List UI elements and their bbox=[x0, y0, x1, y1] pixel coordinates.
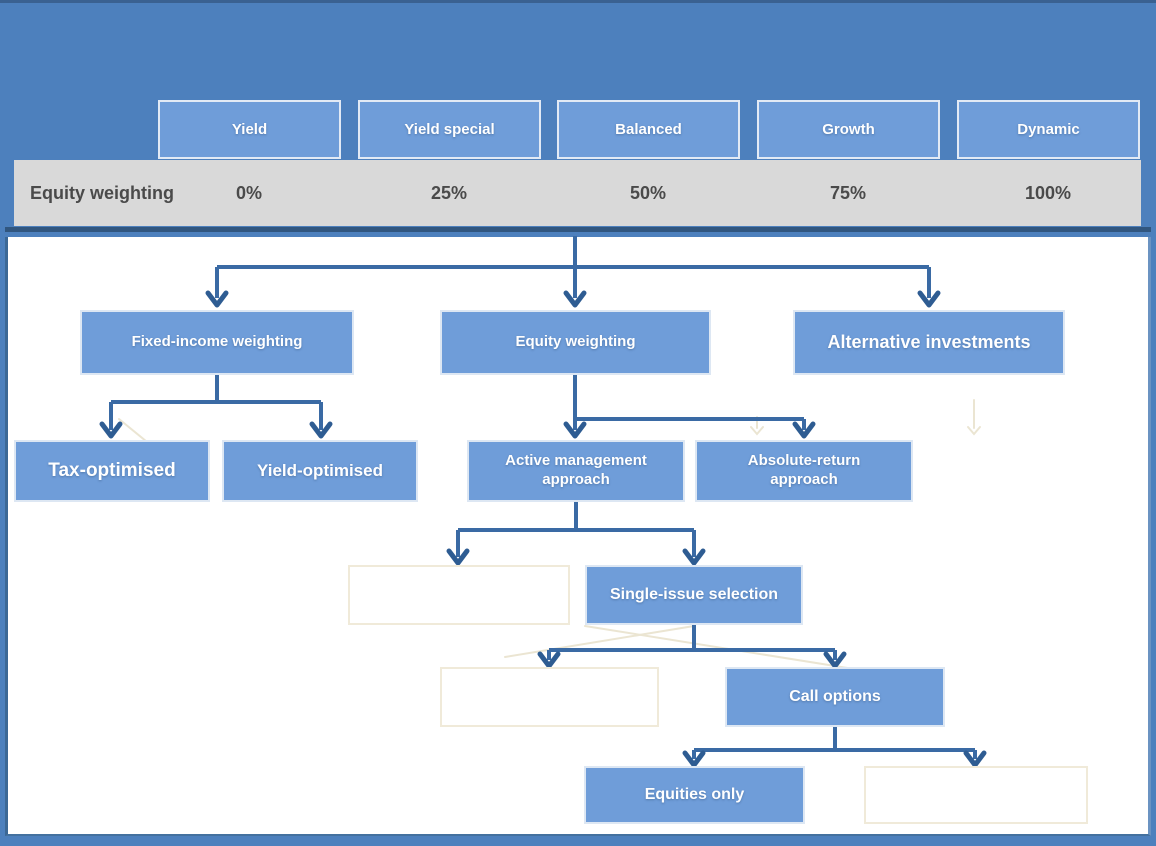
equity-weighting-row-label: Equity weighting bbox=[30, 182, 174, 203]
strategy-label: Yield special bbox=[404, 121, 495, 138]
equity-weighting-value-yield-special: 25% bbox=[430, 182, 468, 203]
node-label: Yield-optimised bbox=[257, 461, 383, 481]
equity-weighting-band: Equity weighting 0% 25% 50% 75% 100% bbox=[14, 160, 1141, 226]
strategy-label: Balanced bbox=[615, 121, 682, 138]
node-absolute-return-approach: Absolute-return approach bbox=[695, 440, 913, 502]
strategy-box-yield: Yield bbox=[158, 100, 341, 159]
node-label: Fixed-income weighting bbox=[131, 333, 303, 351]
node-yield-optimised: Yield-optimised bbox=[222, 440, 418, 502]
node-fixed-income-weighting: Fixed-income weighting bbox=[80, 310, 354, 375]
strategy-box-dynamic: Dynamic bbox=[957, 100, 1140, 159]
strategy-box-growth: Growth bbox=[757, 100, 940, 159]
node-equities-only: Equities only bbox=[584, 766, 805, 824]
equity-weighting-value-dynamic: 100% bbox=[1024, 182, 1072, 203]
strategy-label: Dynamic bbox=[1017, 121, 1080, 138]
equity-weighting-value-balanced: 50% bbox=[629, 182, 667, 203]
node-call-options: Call options bbox=[725, 667, 945, 727]
node-alternative-investments: Alternative investments bbox=[793, 310, 1065, 375]
node-label: Active management approach bbox=[505, 452, 647, 488]
empty-placeholder-box-left-of-single-issue bbox=[348, 565, 570, 625]
equity-weighting-value-growth: 75% bbox=[829, 182, 867, 203]
node-equity-weighting: Equity weighting bbox=[440, 310, 711, 375]
strategy-label: Growth bbox=[822, 121, 875, 138]
node-label: Single-issue selection bbox=[609, 586, 779, 603]
node-label: Tax-optimised bbox=[48, 460, 176, 482]
node-label: Equity weighting bbox=[515, 333, 636, 351]
node-label: Alternative investments bbox=[827, 332, 1031, 353]
strategy-box-yield-special: Yield special bbox=[358, 100, 541, 159]
node-tax-optimised: Tax-optimised bbox=[14, 440, 210, 502]
strategy-box-balanced: Balanced bbox=[557, 100, 740, 159]
node-label: Call options bbox=[789, 688, 881, 705]
node-single-issue-selection: Single-issue selection bbox=[585, 565, 803, 625]
node-label: Equities only bbox=[644, 786, 745, 803]
empty-placeholder-box-right-of-equities-only bbox=[864, 766, 1088, 824]
node-active-management-approach: Active management approach bbox=[467, 440, 685, 502]
empty-placeholder-box-left-of-call-options bbox=[440, 667, 659, 727]
panel-top-divider bbox=[5, 227, 1151, 232]
top-border-line bbox=[0, 0, 1156, 3]
strategy-label: Yield bbox=[231, 121, 268, 138]
node-label: Absolute-return approach bbox=[747, 452, 861, 488]
equity-weighting-value-yield: 0% bbox=[235, 182, 262, 203]
